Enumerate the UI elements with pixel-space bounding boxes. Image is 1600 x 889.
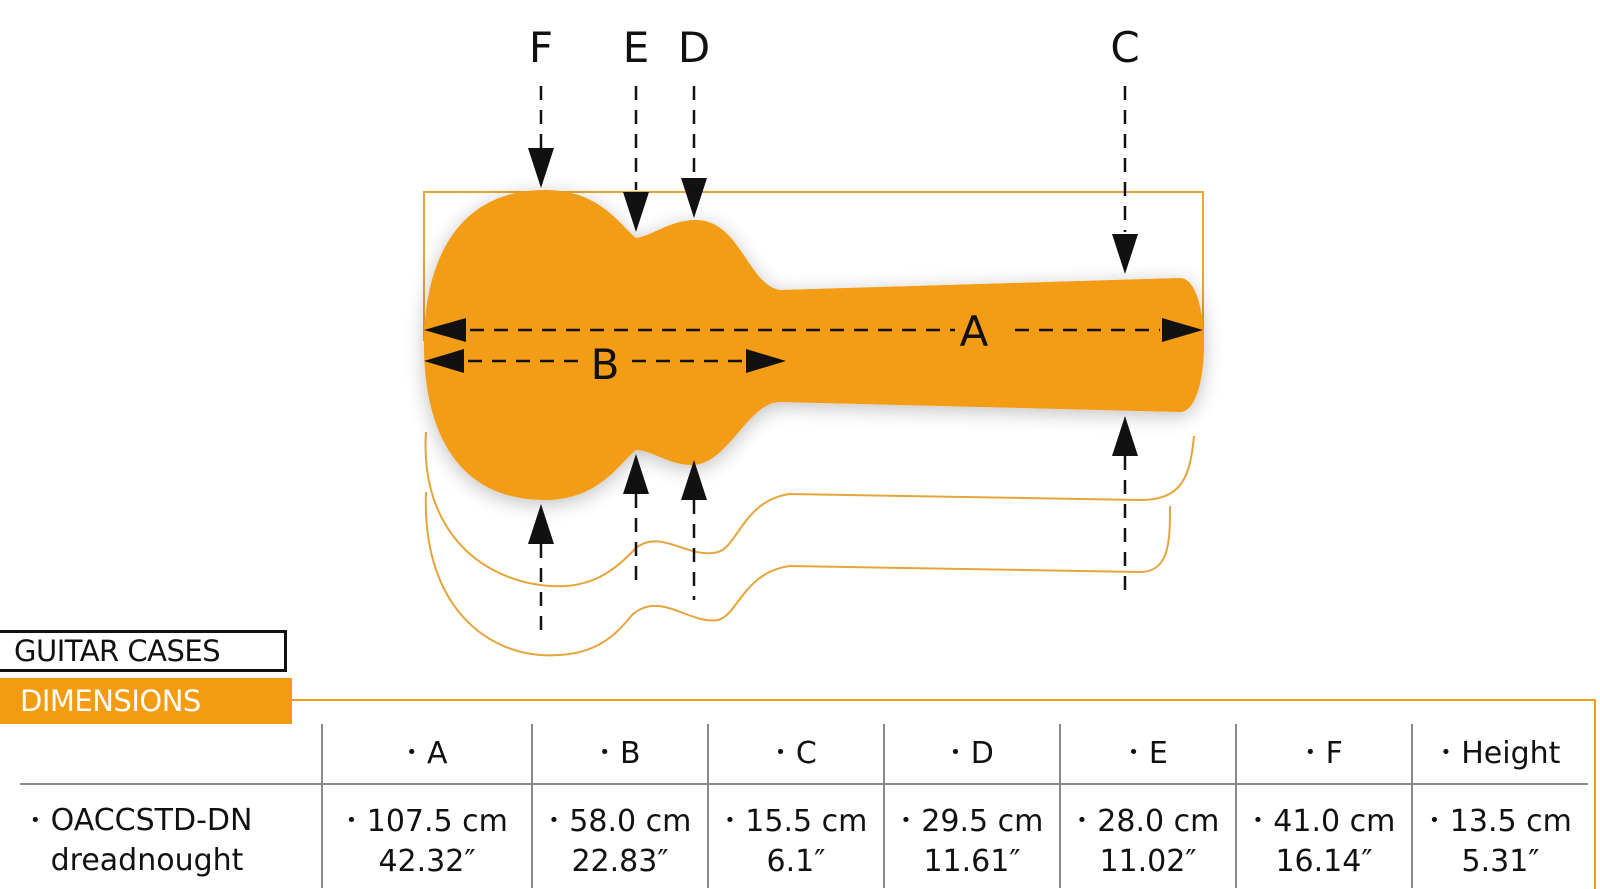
page-subtitle: DIMENSIONS (0, 678, 292, 724)
case-depth-outline-back (424, 491, 1171, 657)
dimension-d-label: D (678, 23, 710, 72)
dimension-e-arrow-top (623, 192, 649, 232)
dimension-c-label: C (1110, 23, 1139, 72)
table-frame (292, 699, 1596, 889)
dimension-e-label: E (623, 23, 650, 72)
model-code: OACCSTD-DN (50, 803, 253, 838)
table-header-e: •E (1059, 724, 1236, 785)
model-type: dreadnought (50, 843, 244, 878)
table-header-height: •Height (1411, 724, 1588, 785)
dimension-b-label: B (591, 340, 620, 389)
table-header-a: •A (321, 724, 532, 785)
dimension-d-arrow-bottom (681, 460, 707, 500)
case-depth-outline-front (424, 431, 1195, 588)
table-header-f: •F (1235, 724, 1412, 785)
table-header-c: •C (707, 724, 884, 785)
dimension-f-arrow-bottom (528, 504, 554, 544)
dimension-b-arrow-right (746, 349, 786, 373)
dimension-f-label: F (529, 23, 553, 72)
dimension-a-arrow-right (1162, 318, 1203, 342)
dimension-f-arrow-top (528, 148, 554, 188)
dimension-a-label: A (960, 307, 989, 356)
dimension-a-arrow-left (424, 318, 466, 342)
table-header-d: •D (883, 724, 1060, 785)
guitar-case-silhouette (424, 190, 1204, 500)
table-header-b: •B (531, 724, 708, 785)
dimension-c-arrow-bottom (1112, 416, 1138, 456)
dimension-d-arrow-top (681, 178, 707, 218)
dimension-e-arrow-bottom (623, 454, 649, 494)
dimension-c-arrow-top (1112, 234, 1138, 274)
dimension-b-arrow-left (424, 349, 464, 373)
table-header-corner (20, 724, 322, 785)
table-header-row: •A •B •C •D •E •F •Height (20, 724, 1588, 785)
page-title: GUITAR CASES (0, 630, 287, 672)
